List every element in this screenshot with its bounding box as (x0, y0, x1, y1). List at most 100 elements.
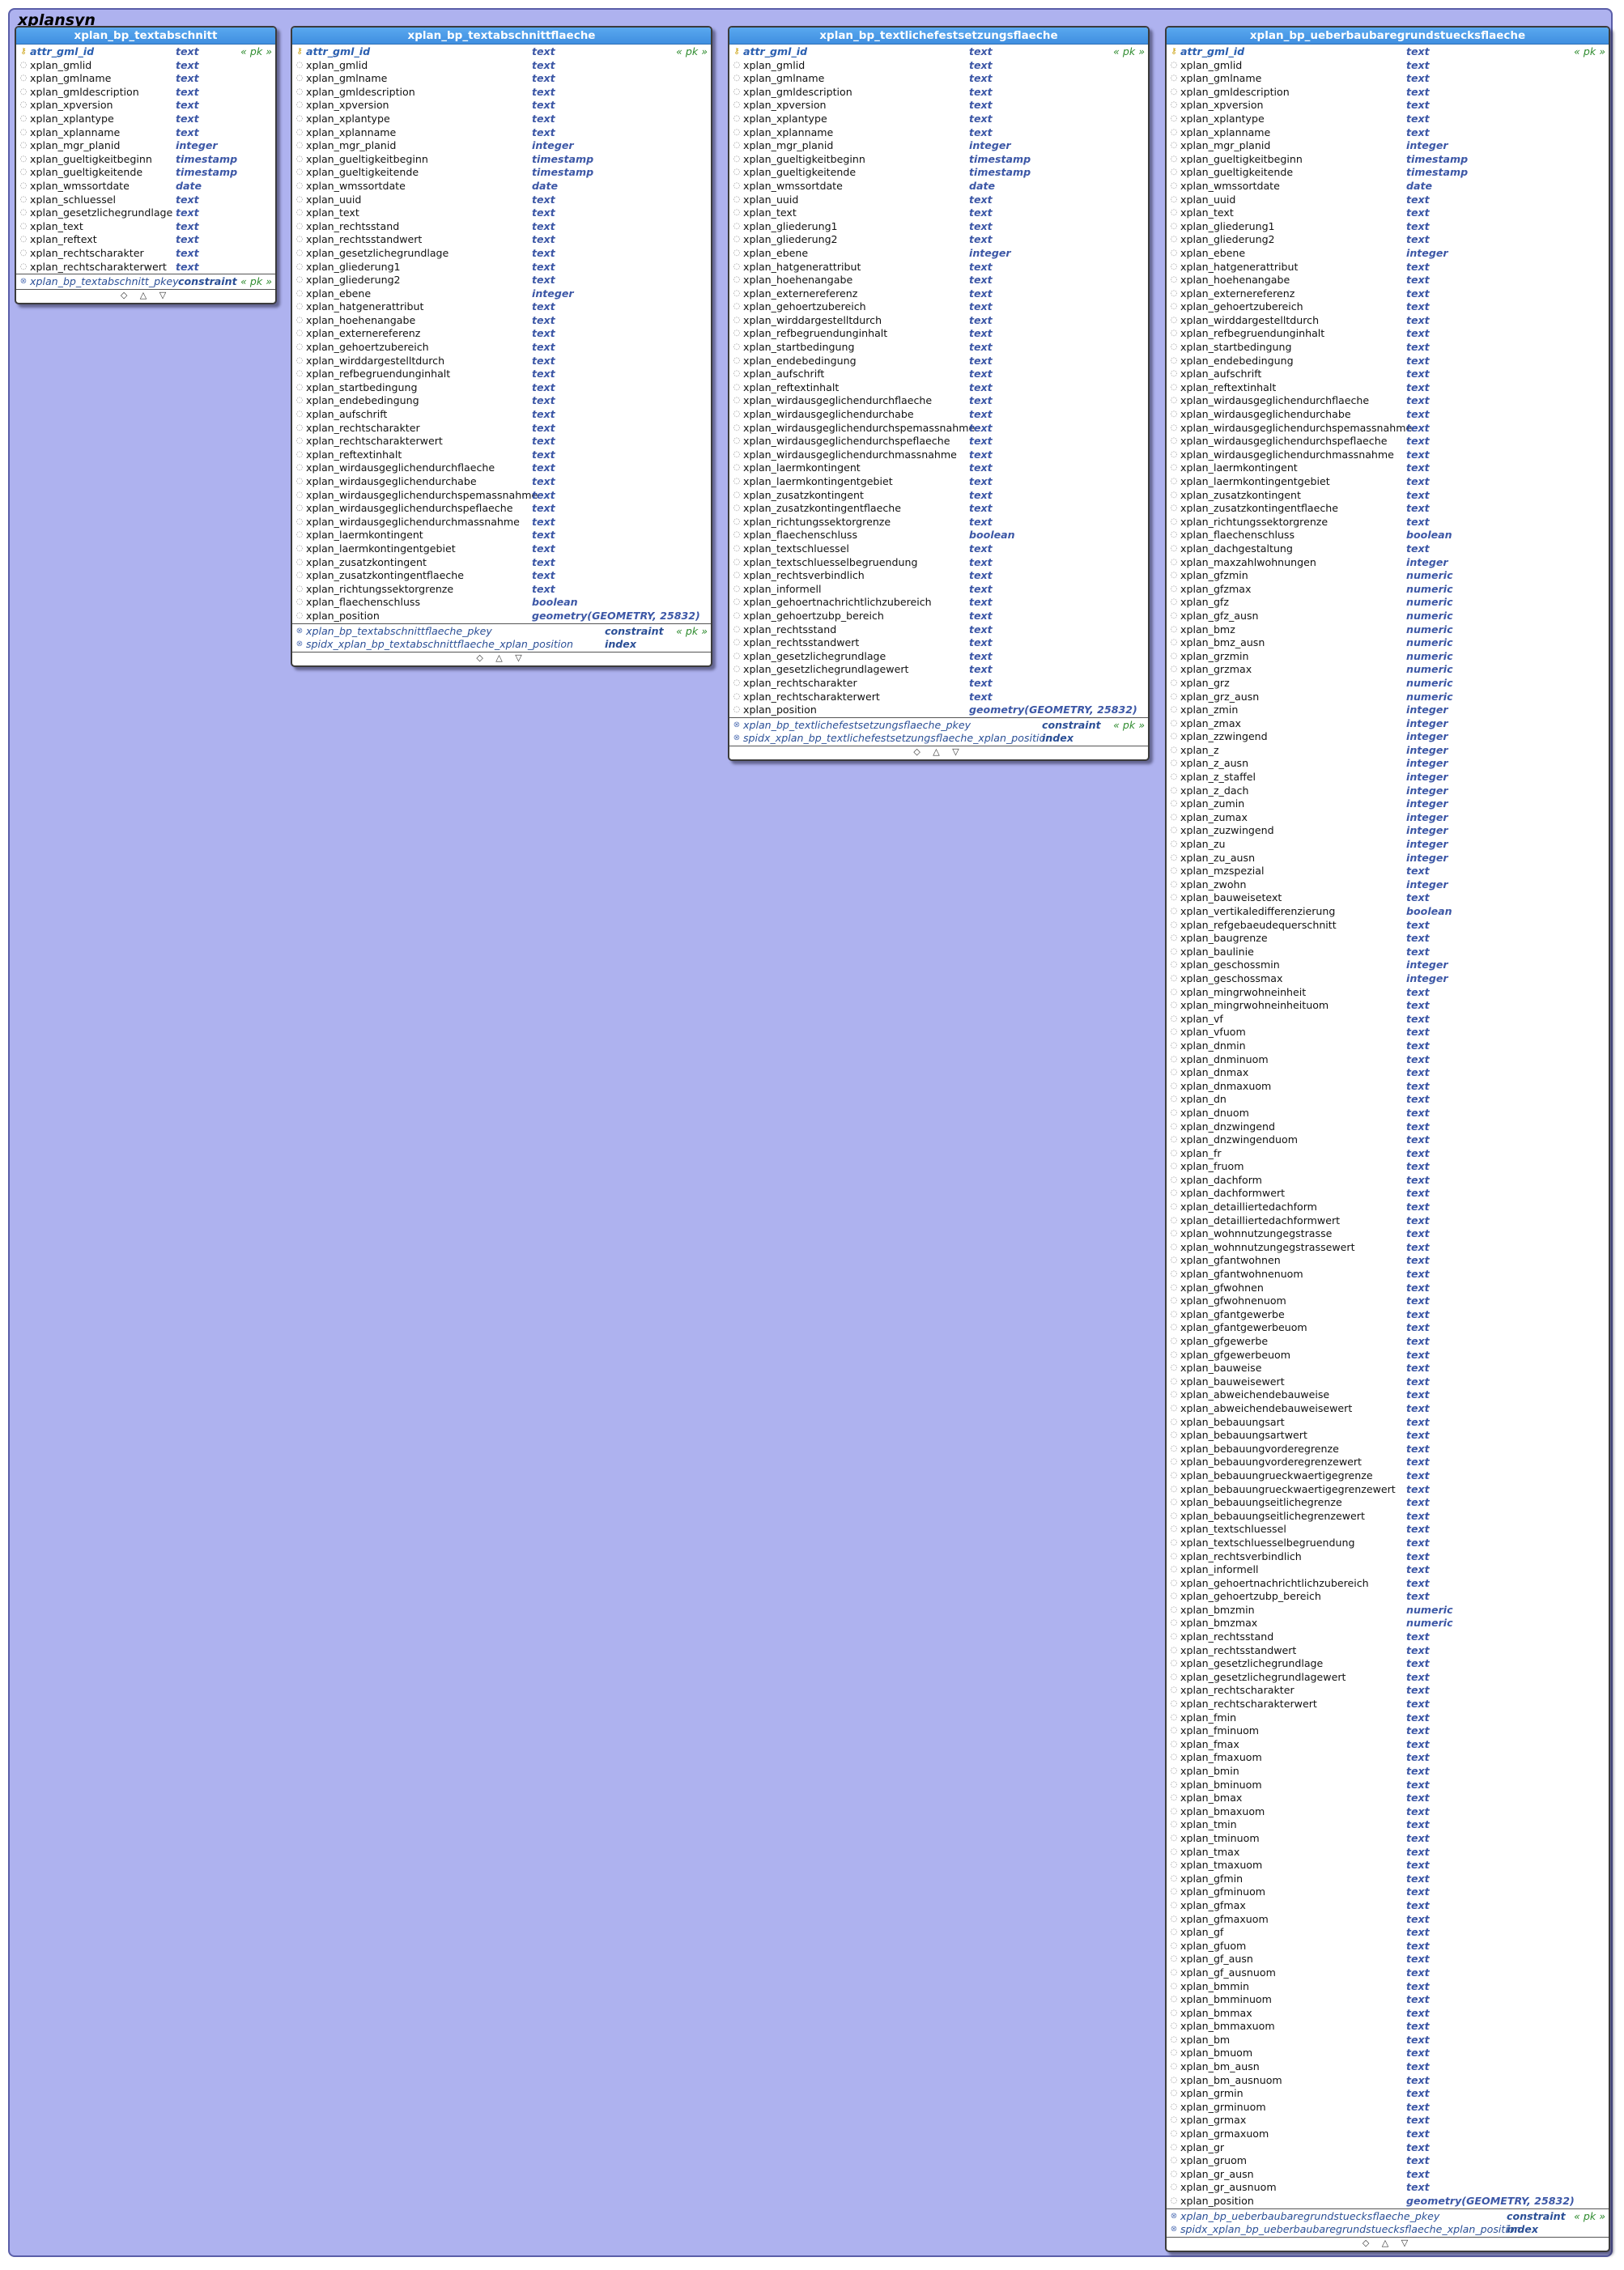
table-title[interactable]: xplan_bp_ueberbaubaregrundstuecksflaeche (1167, 28, 1609, 45)
table-footer-controls[interactable]: ◇ △ ▽ (1167, 2236, 1609, 2251)
db-table[interactable]: xplan_bp_ueberbaubaregrundstuecksflaeche… (1165, 26, 1610, 2252)
